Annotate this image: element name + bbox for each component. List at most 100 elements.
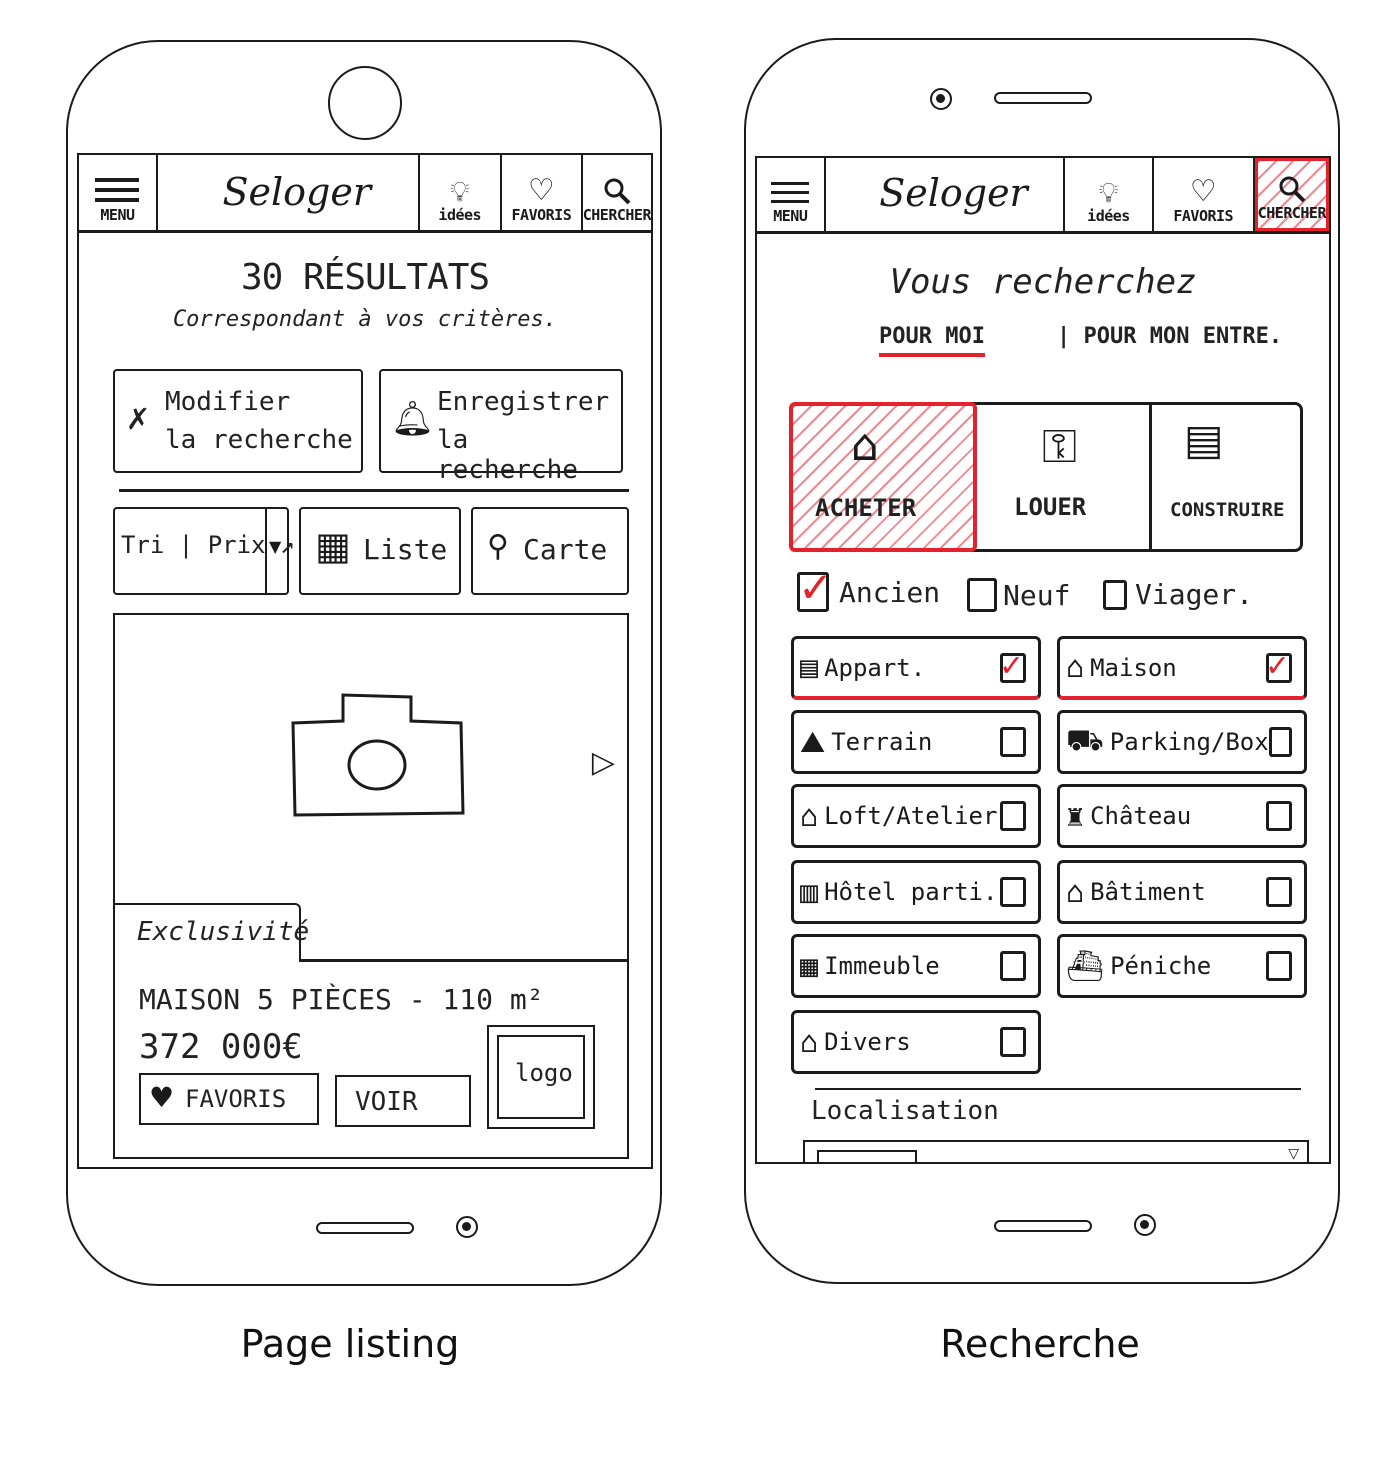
agency-logo: logo [487, 1025, 595, 1129]
modifier-line1: Modifier [165, 387, 291, 417]
camera-lens [328, 66, 402, 140]
carte-view-button[interactable]: ⚲ Carte [471, 507, 629, 595]
property-type-checkbox[interactable] [1000, 877, 1026, 907]
etat-viager-option[interactable]: Viager. [1103, 578, 1253, 611]
favoris-card-button[interactable]: ♥ FAVORIS [139, 1073, 319, 1125]
property-type-label: Bâtiment [1090, 878, 1206, 906]
divider [119, 489, 629, 492]
check-mark-icon: ✓ [1267, 644, 1288, 685]
listing-card[interactable]: ▷ Exclusivité MAISON 5 PIÈCES - 110 m² 3… [113, 613, 629, 1159]
idees-label: idées [1087, 207, 1130, 225]
next-photo-icon[interactable]: ▷ [591, 745, 615, 780]
search-icon [1279, 176, 1306, 203]
tri-prix-select[interactable]: Tri | Prix ↗ ▼ [113, 507, 294, 595]
neuf-checkbox[interactable] [967, 578, 997, 612]
property-type-option[interactable]: ♜Château [1057, 784, 1307, 848]
property-type-option[interactable]: ▥Hôtel parti. [791, 860, 1041, 924]
lightbulb-icon: 💡︎ [449, 175, 470, 208]
favoris-label: FAVORIS [511, 206, 572, 224]
enregistrer-recherche-button[interactable]: 🔔︎ Enregistrer la recherche [379, 369, 623, 485]
chercher-button[interactable]: CHERCHER [583, 155, 651, 230]
property-type-checkbox[interactable]: ✓ [1000, 648, 1026, 683]
property-type-checkbox[interactable]: ✓ [1266, 648, 1292, 683]
heart-icon: ♡ [527, 173, 555, 208]
localisation-input[interactable]: ▽ [803, 1140, 1309, 1162]
chercher-label: CHERCHER [582, 206, 651, 224]
screen-listing: MENU Seloger 💡︎ idées ♡ FAVORIS CHERCHER… [77, 153, 653, 1169]
modifier-recherche-button[interactable]: ✗ Modifier la recherche [113, 369, 363, 473]
ancien-checkbox[interactable]: ✓ [797, 567, 833, 612]
loft-icon: ⌂ [800, 798, 819, 834]
property-type-checkbox[interactable] [1268, 727, 1292, 757]
voir-button[interactable]: VOIR [335, 1075, 471, 1127]
parking-icon: ⛟ [1066, 722, 1104, 758]
sensor-dot [1134, 1214, 1156, 1236]
menu-button[interactable]: MENU [79, 155, 158, 230]
localisation-label: Localisation [811, 1096, 999, 1126]
hamburger-icon [95, 178, 140, 202]
tab-pour-moi[interactable]: POUR MOI [879, 324, 985, 357]
tab-baseline [299, 959, 627, 962]
property-type-option[interactable]: ⌂Bâtiment [1057, 860, 1307, 924]
property-type-label: Appart. [824, 653, 926, 682]
brand-logo: Seloger [222, 170, 371, 214]
logo-label: logo [515, 1059, 573, 1087]
property-type-option[interactable]: ▦Immeuble [791, 934, 1041, 998]
camera-icon [291, 693, 465, 817]
results-title: 30 RÉSULTATS [240, 257, 490, 298]
chercher-label: CHERCHER [1257, 204, 1327, 222]
property-type-checkbox[interactable] [1000, 1027, 1026, 1057]
property-type-checkbox[interactable] [1266, 951, 1292, 981]
liste-label: Liste [363, 533, 448, 566]
property-type-option[interactable]: ⌂Divers [791, 1010, 1041, 1074]
idees-button[interactable]: 💡︎ idées [1065, 158, 1154, 231]
misc-house-icon: ⌂ [800, 1024, 819, 1060]
chevron-down-icon: ▽ [1288, 1146, 1299, 1162]
property-type-label: Divers [824, 1028, 911, 1056]
property-type-checkbox[interactable] [1266, 877, 1292, 907]
property-type-label: Loft/Atelier [824, 802, 998, 830]
property-type-checkbox[interactable] [1000, 727, 1026, 757]
search-icon [604, 178, 631, 205]
etat-neuf-option[interactable]: Neuf [967, 578, 1070, 612]
idees-button[interactable]: 💡︎ idées [420, 155, 503, 230]
viager-checkbox[interactable] [1103, 579, 1127, 610]
property-type-option[interactable]: ⛰Terrain [791, 710, 1041, 774]
property-type-checkbox[interactable] [1266, 801, 1292, 831]
favoris-label: FAVORIS [1173, 207, 1234, 225]
tab-pour-entreprise[interactable]: | POUR MON ENTRE. [1057, 324, 1283, 349]
property-type-option[interactable]: ▤Appart. ✓ [791, 636, 1041, 700]
etat-ancien-option[interactable]: ✓ Ancien [797, 567, 941, 612]
brand-area: Seloger [158, 155, 420, 230]
hotel-icon: ▥ [800, 874, 819, 910]
chercher-button-active[interactable]: CHERCHER [1254, 158, 1329, 231]
sensor-dot [456, 1216, 478, 1238]
liste-view-button[interactable]: ▦ Liste [299, 507, 461, 595]
mode-acheter-label: ACHETER [815, 494, 917, 522]
property-type-option[interactable]: ⛟Parking/Box [1057, 710, 1307, 774]
mode-construire[interactable]: ▤ CONSTRUIRE [1152, 405, 1302, 549]
menu-button[interactable]: MENU [757, 158, 826, 231]
brand-logo: Seloger [879, 171, 1028, 215]
property-type-checkbox[interactable] [1000, 951, 1026, 981]
building-icon: ▤ [800, 650, 819, 685]
property-type-option[interactable]: ⌂Maison✓ [1057, 636, 1307, 700]
mode-louer[interactable]: ⚿ LOUER [978, 405, 1152, 549]
property-type-option[interactable]: ⌂Loft/Atelier [791, 784, 1041, 848]
heart-icon: ♡ [1189, 174, 1217, 209]
property-type-option[interactable]: ⛴Péniche [1057, 934, 1307, 998]
menu-label: MENU [100, 206, 135, 224]
viager-label: Viager. [1135, 578, 1254, 611]
exclusivite-label: Exclusivité [137, 917, 310, 947]
brand-area: Seloger [826, 158, 1066, 231]
favoris-card-label: FAVORIS [185, 1085, 287, 1113]
favoris-button[interactable]: ♡ FAVORIS [1154, 158, 1255, 231]
favoris-button[interactable]: ♡ FAVORIS [502, 155, 583, 230]
property-type-label: Parking/Box [1109, 728, 1269, 756]
property-type-label: Péniche [1110, 952, 1212, 980]
mode-acheter[interactable]: ⌂ ACHETER [789, 402, 977, 552]
mode-louer-label: LOUER [1014, 493, 1087, 521]
carte-label: Carte [523, 533, 608, 566]
property-type-checkbox[interactable] [1000, 801, 1026, 831]
ancien-label: Ancien [839, 575, 941, 609]
